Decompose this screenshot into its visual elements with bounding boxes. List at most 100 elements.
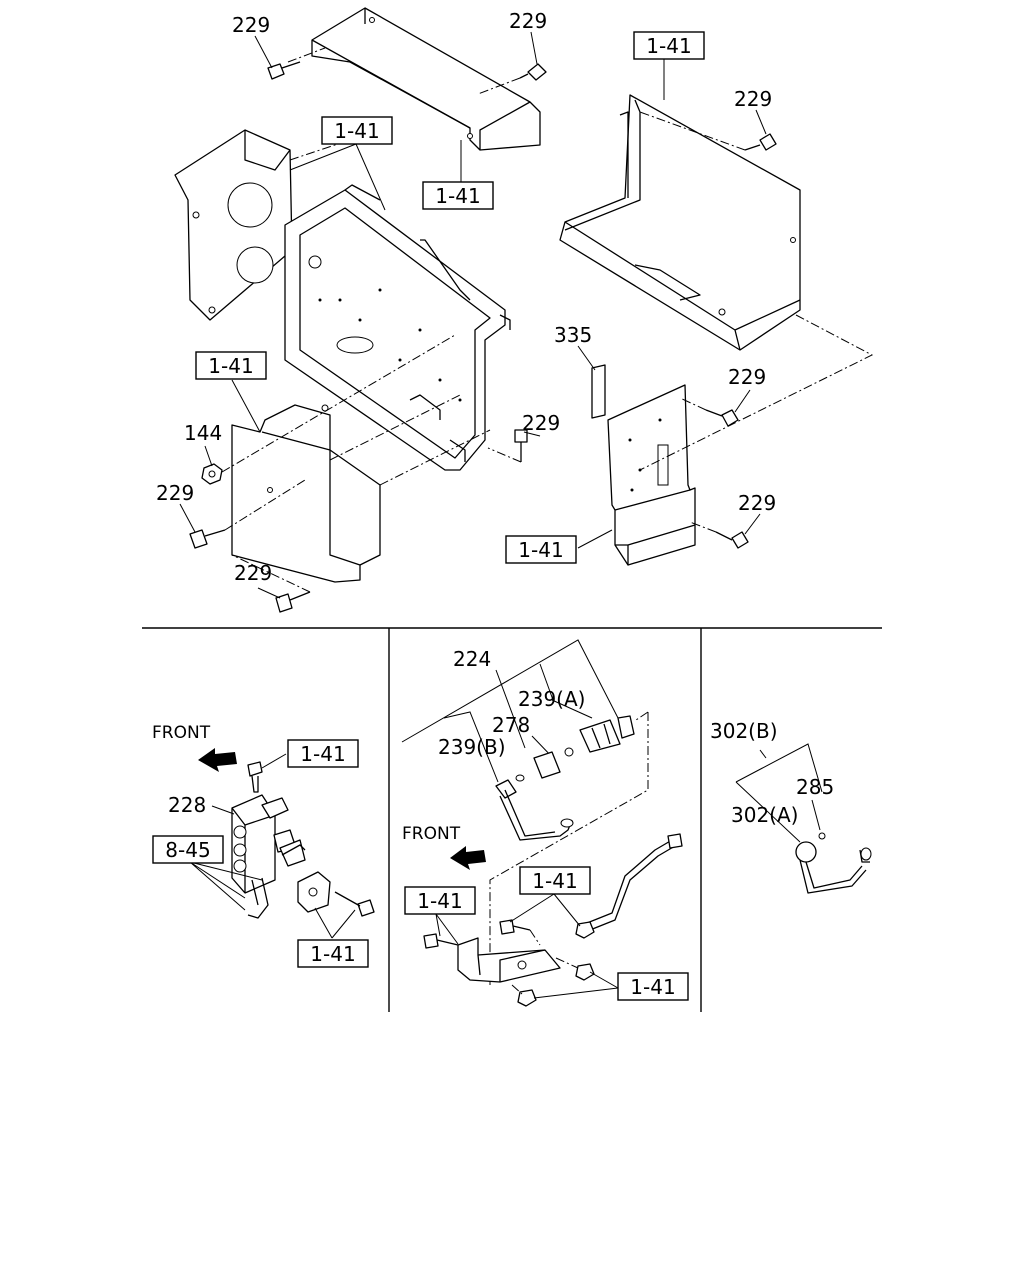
valve-block-228: [231, 794, 306, 894]
assembly-line: [487, 447, 522, 463]
ref-box: [617, 972, 689, 1001]
leader-line: [533, 971, 619, 999]
cap-assembly: [795, 832, 872, 894]
leader-line: [257, 587, 281, 599]
bolt-icon: [744, 133, 777, 151]
assembly-line: [679, 397, 707, 411]
ref-label[interactable]: 1-41: [518, 538, 563, 562]
part-label-335: 335: [554, 323, 592, 347]
part-label-144: 144: [184, 421, 222, 445]
part-label-228: 228: [168, 793, 206, 817]
assembly-line: [639, 314, 874, 471]
ref-box: [422, 181, 494, 210]
bolt-icon: [334, 891, 375, 917]
ref-label[interactable]: 1-41: [532, 869, 577, 893]
leader-line: [755, 109, 767, 135]
assembly-line: [221, 334, 456, 473]
part-label-229: 229: [522, 411, 560, 435]
leader-line: [314, 907, 356, 939]
ref-box: [297, 939, 369, 968]
ref-label[interactable]: 1-41: [208, 354, 253, 378]
ref-label[interactable]: 8-45: [165, 838, 210, 862]
bolt-icon: [715, 531, 749, 549]
part-label-224: 224: [453, 647, 491, 671]
nut-icon: [575, 921, 595, 939]
leader-line: [261, 753, 287, 769]
part-label-229: 229: [156, 481, 194, 505]
part-label-229: 229: [509, 9, 547, 33]
leader-line: [179, 503, 196, 533]
ref-box: [321, 116, 393, 145]
part-label-229: 229: [234, 561, 272, 585]
gasket-335: [591, 364, 606, 419]
front-arrow-icon: [450, 846, 486, 870]
leader-line: [811, 799, 821, 831]
bolt-icon: [519, 63, 547, 81]
part-label-239a: 239(A): [518, 687, 585, 711]
assembly-line: [329, 394, 491, 486]
ref-box: [633, 31, 705, 60]
bolt-icon: [499, 919, 531, 935]
leader-line: [435, 913, 459, 945]
nut-icon: [575, 963, 595, 981]
ref-label[interactable]: 1-41: [310, 942, 355, 966]
bolt-icon: [275, 591, 311, 613]
leader-line: [211, 805, 235, 815]
leader-line: [189, 861, 263, 911]
part-label-229: 229: [734, 87, 772, 111]
ref-label[interactable]: 1-41: [435, 184, 480, 208]
assembly-line: [287, 47, 326, 63]
part-label-229: 229: [738, 491, 776, 515]
leader-line: [735, 743, 823, 843]
bolt-icon: [267, 61, 301, 80]
leader-line: [289, 143, 386, 211]
quick-coupler-assembly: [495, 715, 635, 841]
leader-line: [734, 389, 751, 413]
assembly-line: [689, 521, 717, 533]
front-label: FRONT: [402, 824, 461, 844]
ref-box: [505, 535, 577, 564]
nut-icon: [201, 463, 223, 485]
ref-box: [152, 835, 224, 864]
ref-label[interactable]: 1-41: [417, 889, 462, 913]
clamp-icon: [297, 871, 331, 913]
leader-line: [744, 513, 761, 535]
bolt-icon: [423, 933, 459, 949]
bolt-icon: [705, 409, 739, 427]
hose-icon: [281, 844, 306, 856]
assembly-line: [224, 479, 306, 531]
front-arrow-icon: [198, 748, 237, 772]
ref-label[interactable]: 1-41: [646, 34, 691, 58]
assembly-line: [489, 712, 649, 985]
part-label-302b: 302(B): [710, 719, 778, 743]
part-label-229: 229: [728, 365, 766, 389]
part-label-302a: 302(A): [731, 803, 798, 827]
ref-label[interactable]: 1-41: [300, 742, 345, 766]
lower-left-bracket: [231, 404, 381, 583]
assembly-line: [511, 929, 579, 995]
bolt-icon: [514, 429, 528, 462]
leader-line: [577, 345, 596, 371]
leader-line: [577, 529, 613, 549]
ref-box: [404, 886, 476, 915]
right-tray-panel: [559, 94, 801, 351]
assembly-line: [231, 554, 311, 593]
ref-label[interactable]: 1-41: [334, 119, 379, 143]
assembly-line: [639, 111, 746, 151]
part-label-239b: 239(B): [438, 735, 506, 759]
leader-line: [254, 35, 273, 69]
ref-box: [519, 866, 591, 895]
fitting-icon: [247, 761, 263, 793]
part-label-285: 285: [796, 775, 834, 799]
leader-line: [231, 379, 261, 433]
ref-box: [195, 351, 267, 380]
leader-line: [509, 893, 581, 927]
assembly-line: [477, 77, 521, 95]
fitting-icon: [667, 833, 683, 849]
hose-icon: [581, 839, 676, 933]
right-lower-bracket: [607, 384, 696, 566]
ref-label[interactable]: 1-41: [630, 975, 675, 999]
nut-icon: [517, 989, 537, 1007]
hose-icon: [247, 877, 269, 919]
